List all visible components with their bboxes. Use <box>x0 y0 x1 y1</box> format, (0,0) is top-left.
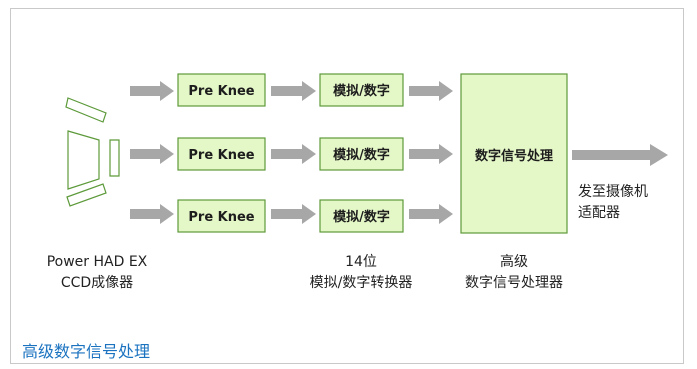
pre-knee-box-2 <box>177 137 266 171</box>
adc-caption-line2: 模拟/数字转换器 <box>310 274 413 291</box>
dsp-box <box>460 73 568 234</box>
pre-knee-box-1 <box>177 73 266 107</box>
dsp-label: 数字信号处理 <box>475 148 553 164</box>
adc-label-1: 模拟/数字 <box>333 83 390 99</box>
ccd-caption-line2: CCD成像器 <box>61 275 133 291</box>
arrow-row2-input <box>130 144 174 164</box>
adc-box-2 <box>319 137 404 171</box>
adc-box-1 <box>319 73 404 107</box>
output-caption-line2: 适配器 <box>578 205 620 221</box>
output-caption-line1: 发至摄像机 <box>578 184 648 200</box>
adc-caption-line1: 14位 <box>345 254 377 270</box>
footer-title: 高级数字信号处理 <box>22 342 150 361</box>
arrow-row2-to-dsp <box>409 144 453 164</box>
adc-label-2: 模拟/数字 <box>333 147 390 163</box>
pre-knee-box-3 <box>177 199 266 233</box>
arrow-row3-mid <box>271 204 316 224</box>
pre-knee-label-3: Pre Knee <box>188 210 254 225</box>
arrow-row3-input <box>130 204 174 224</box>
ccd-sensor-icon <box>109 139 120 177</box>
arrow-row1-mid <box>271 81 316 101</box>
dsp-caption-line1: 高级 <box>500 253 528 270</box>
arrow-row1-input <box>130 81 174 101</box>
adc-box-3 <box>319 199 404 233</box>
ccd-prism-top-icon <box>65 97 107 123</box>
adc-label-3: 模拟/数字 <box>333 209 390 225</box>
arrow-row3-to-dsp <box>409 204 453 224</box>
ccd-prism-main-icon <box>67 130 100 190</box>
pre-knee-label-1: Pre Knee <box>188 84 254 99</box>
ccd-prism-bottom-icon <box>66 183 107 207</box>
pre-knee-label-2: Pre Knee <box>188 148 254 163</box>
arrow-row2-mid <box>271 144 316 164</box>
arrow-row1-to-dsp <box>409 81 453 101</box>
diagram-frame <box>10 8 684 364</box>
dsp-caption-line2: 数字信号处理器 <box>465 275 563 291</box>
ccd-caption-line1: Power HAD EX <box>47 254 148 270</box>
arrow-output <box>572 144 668 166</box>
ccd-imager-icon <box>65 97 120 207</box>
